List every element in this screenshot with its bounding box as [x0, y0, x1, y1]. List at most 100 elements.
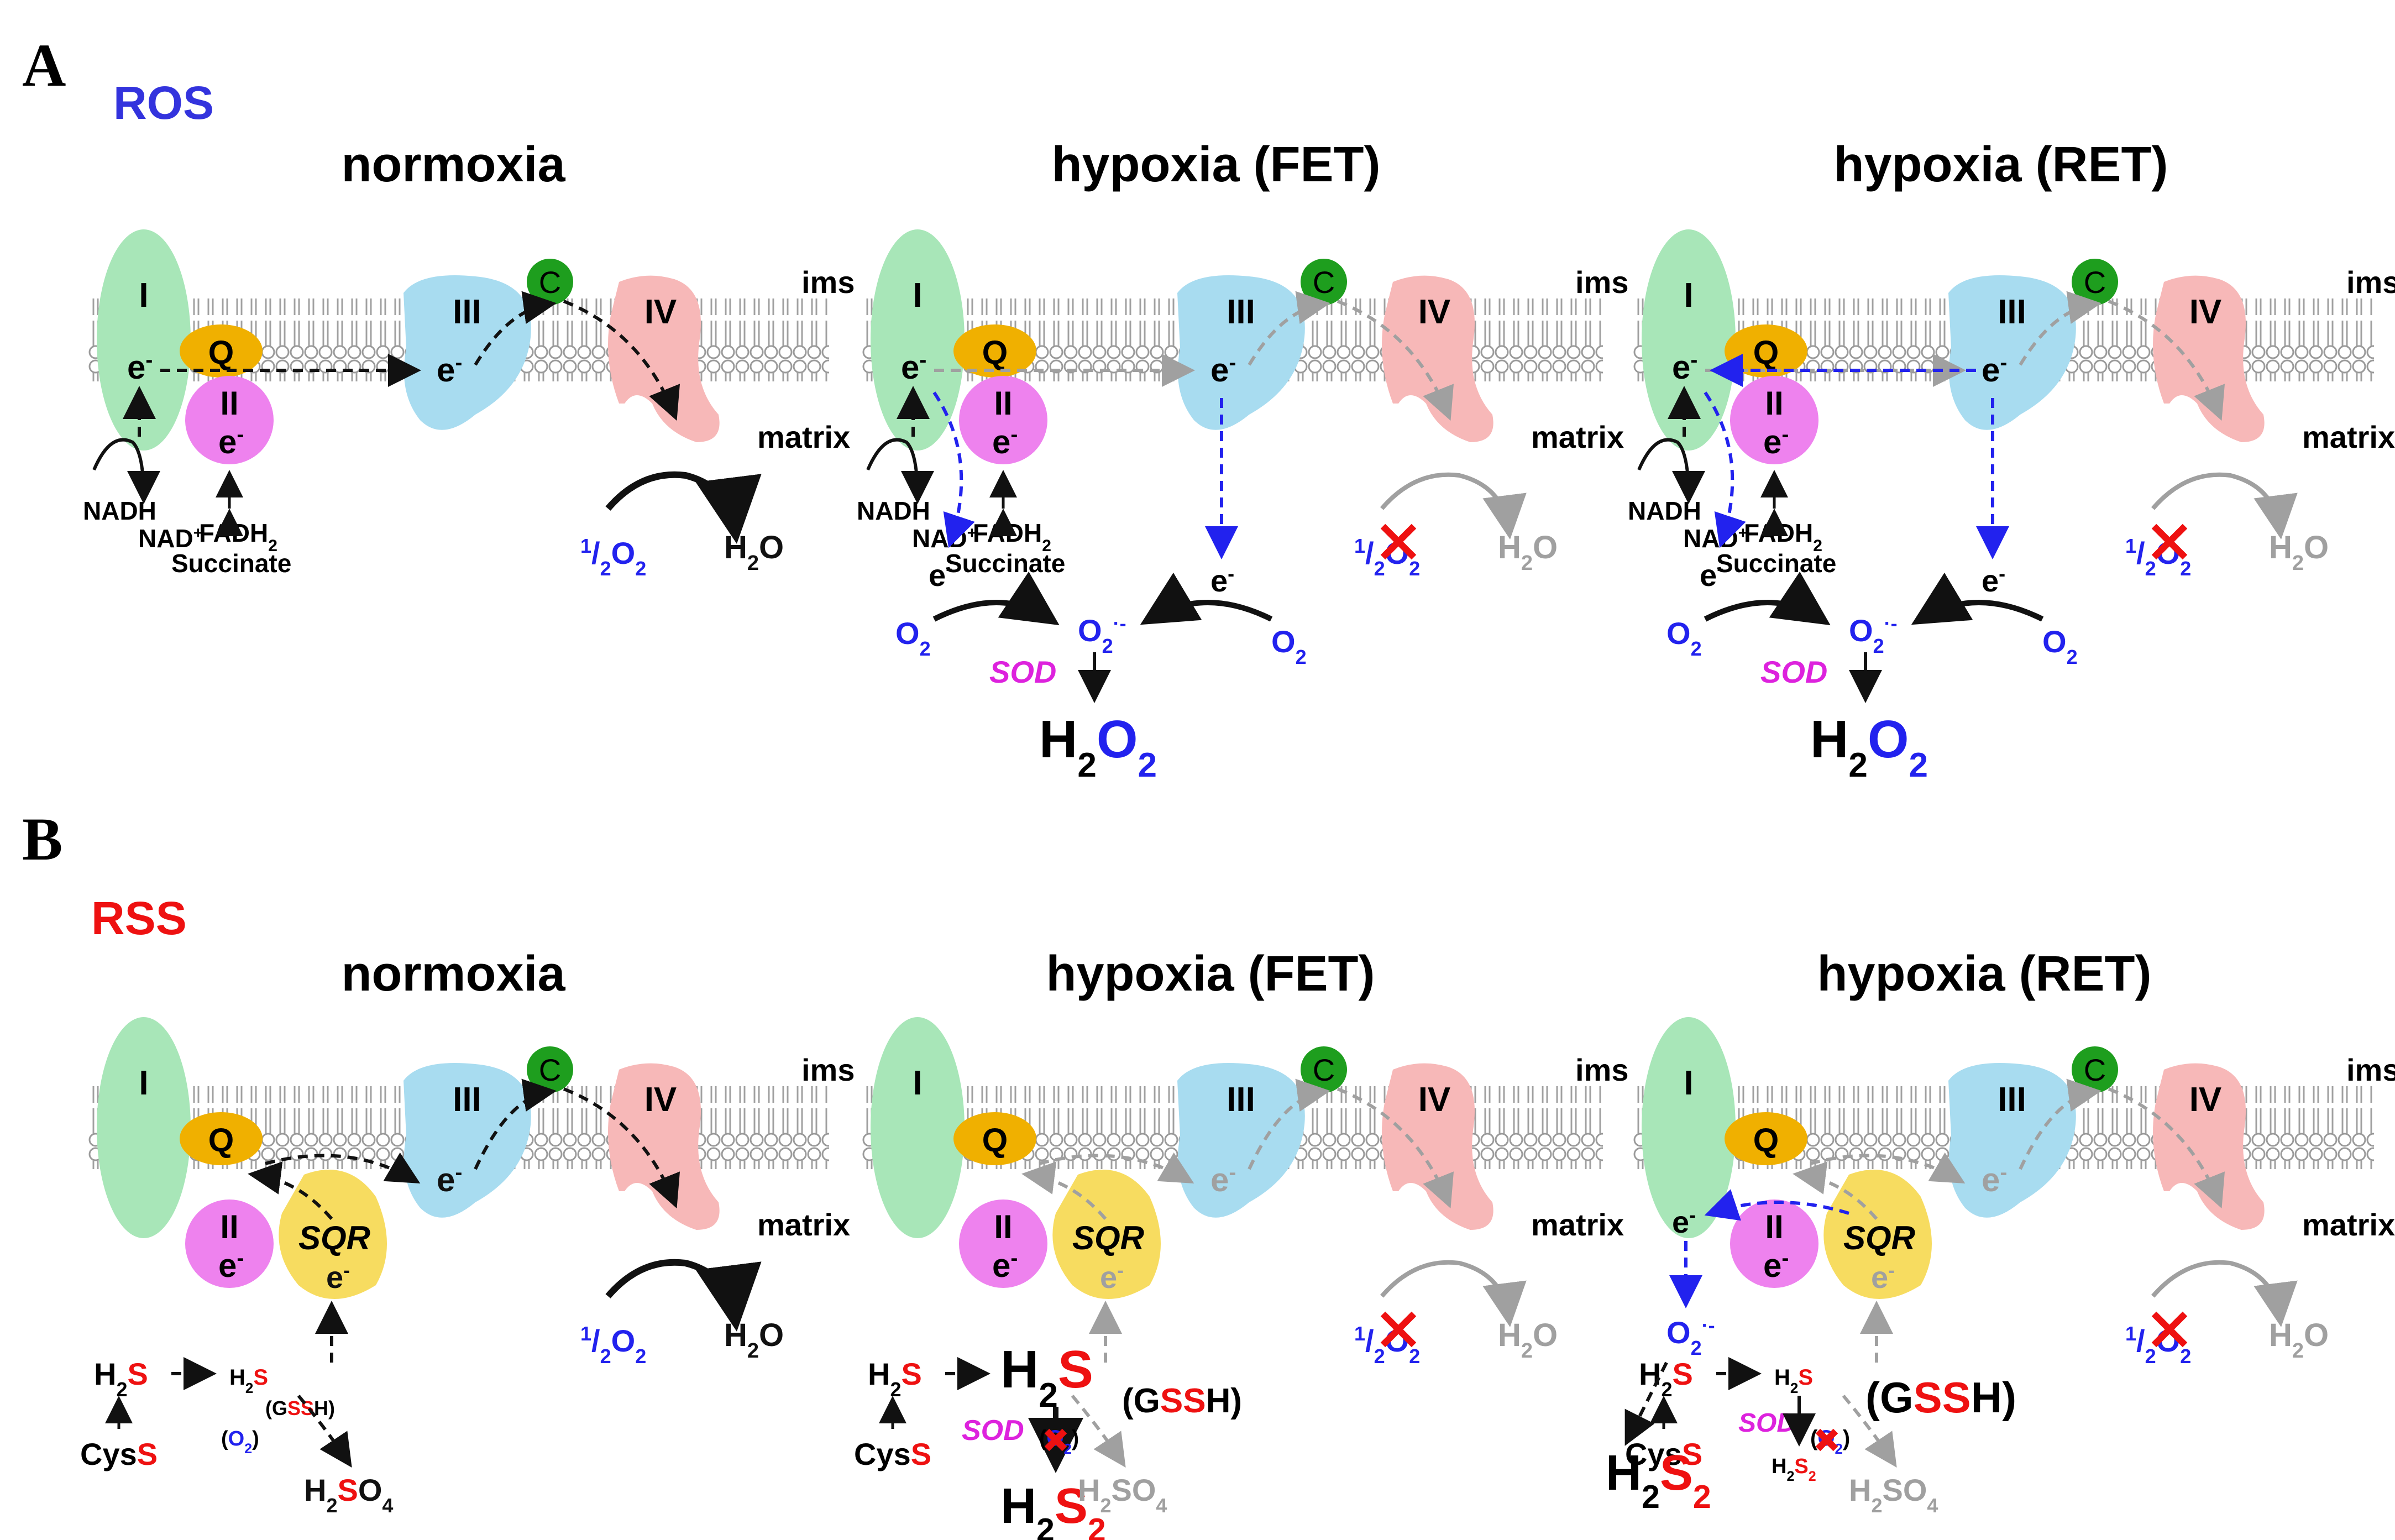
complex-iv-to-water-arrow [1380, 472, 1527, 539]
nadh-to-nad-arrow [866, 438, 934, 504]
sod-label: SOD [962, 1415, 1024, 1447]
hydrogen-peroxide-label: H2O2 [1810, 710, 1928, 784]
oxygen-label: 1/2O2 [580, 535, 646, 580]
ims-label: ims [801, 1052, 855, 1087]
complex-iii-electron: e- [1982, 1161, 2007, 1199]
complex-i-label: I [139, 1064, 148, 1102]
complex-iii [1948, 1063, 2076, 1218]
complex-ii [185, 1199, 274, 1288]
ubiquinone-q-label: Q [982, 1122, 1008, 1159]
iii-to-c-electron-flow [1248, 291, 1330, 366]
sqr-enzyme [279, 1170, 387, 1299]
cytochrome-c-label: C [2084, 265, 2106, 300]
succinate-label: Succinate [945, 549, 1065, 578]
ubiquinone-q-label: Q [208, 334, 234, 371]
ubiquinone-q [1725, 1112, 1807, 1165]
h2s-substrate: H2S [868, 1356, 922, 1401]
h2s-to-h2so4-arrow [1842, 1395, 1897, 1468]
h2s-substrate: H2S [94, 1356, 148, 1401]
oxygen-left: O2 [1666, 616, 1702, 660]
c-to-iv-electron-flow [563, 1087, 680, 1209]
complex-iii [403, 275, 531, 430]
etc-panel: IVIIICIQIIe-SQRimsmatrix1/2O2H2Oe-e-H2SC… [854, 1017, 1629, 1540]
matrix-label: matrix [1531, 1207, 1624, 1242]
complex-iv-to-water-arrow [2151, 472, 2298, 539]
nad-label: NAD+ [138, 524, 203, 553]
ubiquinone-q-label: Q [982, 334, 1008, 371]
iii-to-c-electron-flow [474, 291, 557, 366]
section-letter-b: B [22, 805, 62, 873]
etc-panel: IVIIICIQIIe-imsmatrix1/2O2H2ONADHNAD+FAD… [1628, 229, 2395, 784]
complex-i-electron: e- [901, 348, 926, 386]
h2s2-small: H2S2 [1772, 1455, 1816, 1484]
h2s-to-h2so4-arrow [1071, 1395, 1126, 1468]
complex-iii-label: III [1998, 293, 2026, 331]
complex-iv [1382, 275, 1493, 442]
complex-i-label: I [1684, 1064, 1693, 1102]
h2s-substrate: H2S [1639, 1356, 1693, 1401]
sqr-electron: e- [1100, 1259, 1124, 1295]
matrix-label: matrix [757, 420, 850, 454]
ims-label: ims [1575, 1052, 1629, 1087]
gssh-label: (GSSH) [1122, 1382, 1242, 1420]
ubiquinone-q-label: Q [208, 1122, 234, 1159]
complex-i [1642, 229, 1736, 451]
leaked-electron-iii: e- [1982, 562, 2005, 599]
sqr-label: SQR [298, 1219, 370, 1256]
q-to-iii-electron-flow [265, 1152, 421, 1184]
ims-label: ims [1575, 265, 1629, 300]
complex-iv-label: IV [2189, 293, 2222, 331]
reverse-electron-transport [1704, 1189, 1849, 1221]
complex-iii-electron: e- [437, 351, 462, 389]
sod-label: SOD [989, 654, 1056, 689]
matrix-label: matrix [1531, 420, 1624, 454]
oxygen-right: O2 [1271, 624, 1307, 668]
cyss-label: CysS [854, 1437, 931, 1471]
water-label: H2O [1498, 1317, 1558, 1363]
c-to-iv-electron-flow [563, 300, 680, 421]
blocked-x-mark [1815, 1428, 1838, 1452]
complex-i-electron: e- [1672, 348, 1697, 386]
title-b-ret: hypoxia (RET) [1817, 946, 2151, 1002]
complex-iv [2153, 275, 2265, 442]
nadh-label: NADH [83, 496, 156, 525]
complex-iii-label: III [1227, 293, 1255, 331]
complex-i-electron: e- [127, 348, 153, 386]
complex-i [97, 1017, 191, 1238]
complex-iv-label: IV [1418, 293, 1451, 331]
superoxide-label: O2·- [1849, 612, 1898, 657]
c-to-iv-electron-flow [2108, 300, 2225, 421]
sqr-label: SQR [1072, 1219, 1144, 1256]
complex-iv [2153, 1063, 2265, 1230]
hydrogen-peroxide-label: H2O2 [1039, 710, 1157, 784]
oxygen-cofactor: (O2) [221, 1427, 259, 1457]
nadh-label: NADH [857, 496, 930, 525]
complex-iii-label: III [453, 293, 481, 331]
iii-to-c-electron-flow [2019, 1078, 2101, 1170]
complex-iii-label: III [453, 1081, 481, 1119]
complex-i-label: I [139, 276, 148, 315]
complex-i [871, 1017, 965, 1238]
nadh-to-nad-arrow [1637, 438, 1705, 504]
complex-iv [1382, 1063, 1493, 1230]
nadh-to-nad-arrow [92, 438, 160, 504]
iii-to-c-electron-flow [2019, 291, 2101, 366]
complex-ii-label: II [994, 385, 1012, 422]
complex-iii-electron: e- [1210, 1161, 1236, 1199]
complex-ii-label: II [1765, 1208, 1783, 1245]
complex-ii-electron: e- [1763, 423, 1789, 461]
complex-ii [1730, 376, 1818, 464]
sqr-label: SQR [1843, 1219, 1915, 1256]
blocked-x-mark [1380, 1311, 1417, 1348]
sqr-electron: e- [326, 1259, 350, 1295]
section-tag-ros: ROS [113, 77, 214, 129]
complex-ii [959, 1199, 1047, 1288]
blocked-x-mark [2151, 523, 2188, 560]
c-to-iv-electron-flow [1337, 1087, 1454, 1209]
title-b-fet: hypoxia (FET) [1046, 946, 1375, 1002]
c-to-iv-electron-flow [1337, 300, 1454, 421]
complex-ii-label: II [220, 1208, 238, 1245]
water-label: H2O [724, 1317, 784, 1363]
title-a-fet: hypoxia (FET) [1051, 137, 1380, 192]
h2s-accumulated: H2S [1000, 1340, 1093, 1415]
